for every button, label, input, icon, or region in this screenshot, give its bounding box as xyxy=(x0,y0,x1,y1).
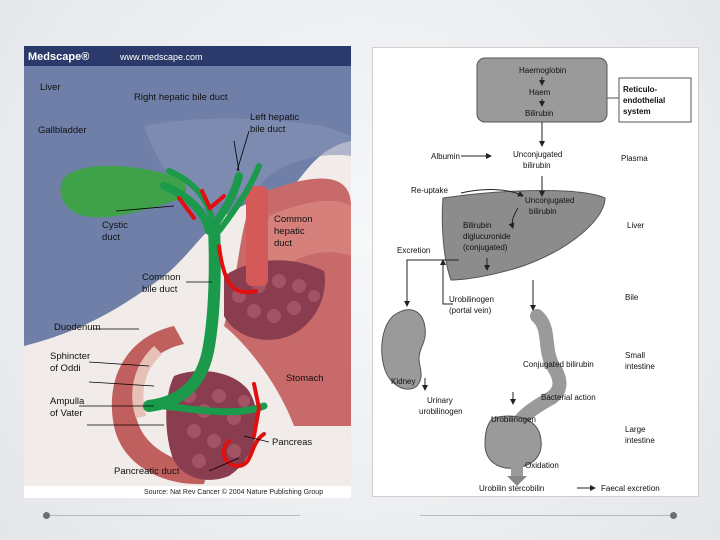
label-urobilin: Urobilin stercobilin xyxy=(479,484,544,493)
label-gallbladder: Gallbladder xyxy=(38,125,87,136)
anatomy-labels: Liver Right hepatic bile duct Left hepat… xyxy=(38,82,324,477)
leader-lines xyxy=(79,130,270,472)
label-bile: Bile xyxy=(625,293,639,302)
kidney-shape xyxy=(381,309,426,390)
label-reticulo-1: Reticulo- xyxy=(623,85,658,94)
label-sphincter-1: Sphincter xyxy=(50,351,90,362)
label-common-bile-1: Common xyxy=(142,272,181,283)
label-left-hepatic-2: bile duct xyxy=(250,124,286,135)
label-urinary-1: Urinary xyxy=(427,396,453,405)
flow-arrows xyxy=(404,77,596,491)
label-unconj-2: bilirubin xyxy=(523,161,551,170)
liver-shape xyxy=(441,190,606,281)
red-arrows xyxy=(177,189,266,469)
label-faecal: Faecal excretion xyxy=(601,484,660,493)
label-oxidation: Oxidation xyxy=(525,461,559,470)
label-bacterial-action: Bacterial action xyxy=(541,393,596,402)
label-left-hepatic-1: Left hepatic xyxy=(250,112,299,123)
re-system-label-box xyxy=(618,77,692,123)
label-common-hepatic-2: hepatic xyxy=(274,226,305,237)
label-biliru-dig-1: Bilirubin xyxy=(463,221,491,230)
label-liver-unconj-1: Unconjugated xyxy=(525,196,574,205)
label-liver: Liver xyxy=(40,82,61,93)
label-cystic-2: duct xyxy=(102,232,120,243)
label-large-intestine-2: intestine xyxy=(625,436,655,445)
label-liver-unconj-2: bilirubin xyxy=(529,207,557,216)
label-pancreatic-duct: Pancreatic duct xyxy=(114,466,180,477)
slide-line-left xyxy=(50,515,300,516)
label-biliru-dig-3: (conjugated) xyxy=(463,243,508,252)
bilirubin-metabolism-svg: Haemoglobin Haem Bilirubin Reticulo- end… xyxy=(381,57,692,493)
label-common-bile-2: bile duct xyxy=(142,284,178,295)
label-liver: Liver xyxy=(627,221,645,230)
medscape-logo: Medscape® xyxy=(28,51,89,63)
label-stomach: Stomach xyxy=(286,373,324,384)
label-kidney: Kidney xyxy=(391,377,415,386)
label-ampulla-2: of Vater xyxy=(50,408,83,419)
label-large-intestine-1: Large xyxy=(625,425,646,434)
label-common-hepatic-3: duct xyxy=(274,238,292,249)
medscape-header-bar xyxy=(24,46,351,66)
label-urobilinogen: Urobilinogen xyxy=(491,415,536,424)
label-conjugated-bilirubin: Conjugated bilirubin xyxy=(523,360,594,369)
biliary-anatomy-svg: Medscape® www.medscape.com xyxy=(24,46,351,496)
slide-dot-right xyxy=(670,512,677,519)
label-unconj-1: Unconjugated xyxy=(513,150,562,159)
label-duodenum: Duodenum xyxy=(54,322,101,333)
label-reticulo-2: endothelial xyxy=(623,96,665,105)
label-pancreas: Pancreas xyxy=(272,437,312,448)
label-reticulo-3: system xyxy=(623,107,651,116)
label-ampulla-1: Ampulla xyxy=(50,396,85,407)
label-bilirubin-re: Bilirubin xyxy=(525,109,553,118)
label-common-hepatic-1: Common xyxy=(274,214,313,225)
label-cystic-1: Cystic xyxy=(102,220,128,231)
gallbladder-shape xyxy=(60,165,187,218)
label-sphincter-2: of Oddi xyxy=(50,363,81,374)
small-intestine-shape xyxy=(506,309,567,440)
biliary-anatomy-figure: Medscape® www.medscape.com xyxy=(24,46,351,498)
bilirubin-metabolism-figure: Haemoglobin Haem Bilirubin Reticulo- end… xyxy=(372,47,699,497)
label-urobilinogen-portal-2: (portal vein) xyxy=(449,306,492,315)
slide-line-right xyxy=(420,515,670,516)
label-small-intestine-2: intestine xyxy=(625,362,655,371)
label-haem: Haem xyxy=(529,88,551,97)
label-urobilinogen-portal-1: Urobilinogen xyxy=(449,295,494,304)
slide-dot-left xyxy=(43,512,50,519)
source-caption: Source: Nat Rev Cancer © 2004 Nature Pub… xyxy=(144,488,323,496)
label-small-intestine-1: Small xyxy=(625,351,645,360)
label-excretion: Excretion xyxy=(397,246,430,255)
bile-ducts xyxy=(143,163,268,416)
label-right-hepatic: Right hepatic bile duct xyxy=(134,92,228,103)
label-plasma: Plasma xyxy=(621,154,648,163)
label-reuptake: Re-uptake xyxy=(411,186,448,195)
label-haemoglobin: Haemoglobin xyxy=(519,66,566,75)
label-albumin: Albumin xyxy=(431,152,460,161)
metabolism-labels: Haemoglobin Haem Bilirubin Reticulo- end… xyxy=(391,66,665,493)
medscape-url: www.medscape.com xyxy=(119,52,203,62)
label-biliru-dig-2: diglucuronide xyxy=(463,232,511,241)
label-urinary-2: urobilinogen xyxy=(419,407,463,416)
